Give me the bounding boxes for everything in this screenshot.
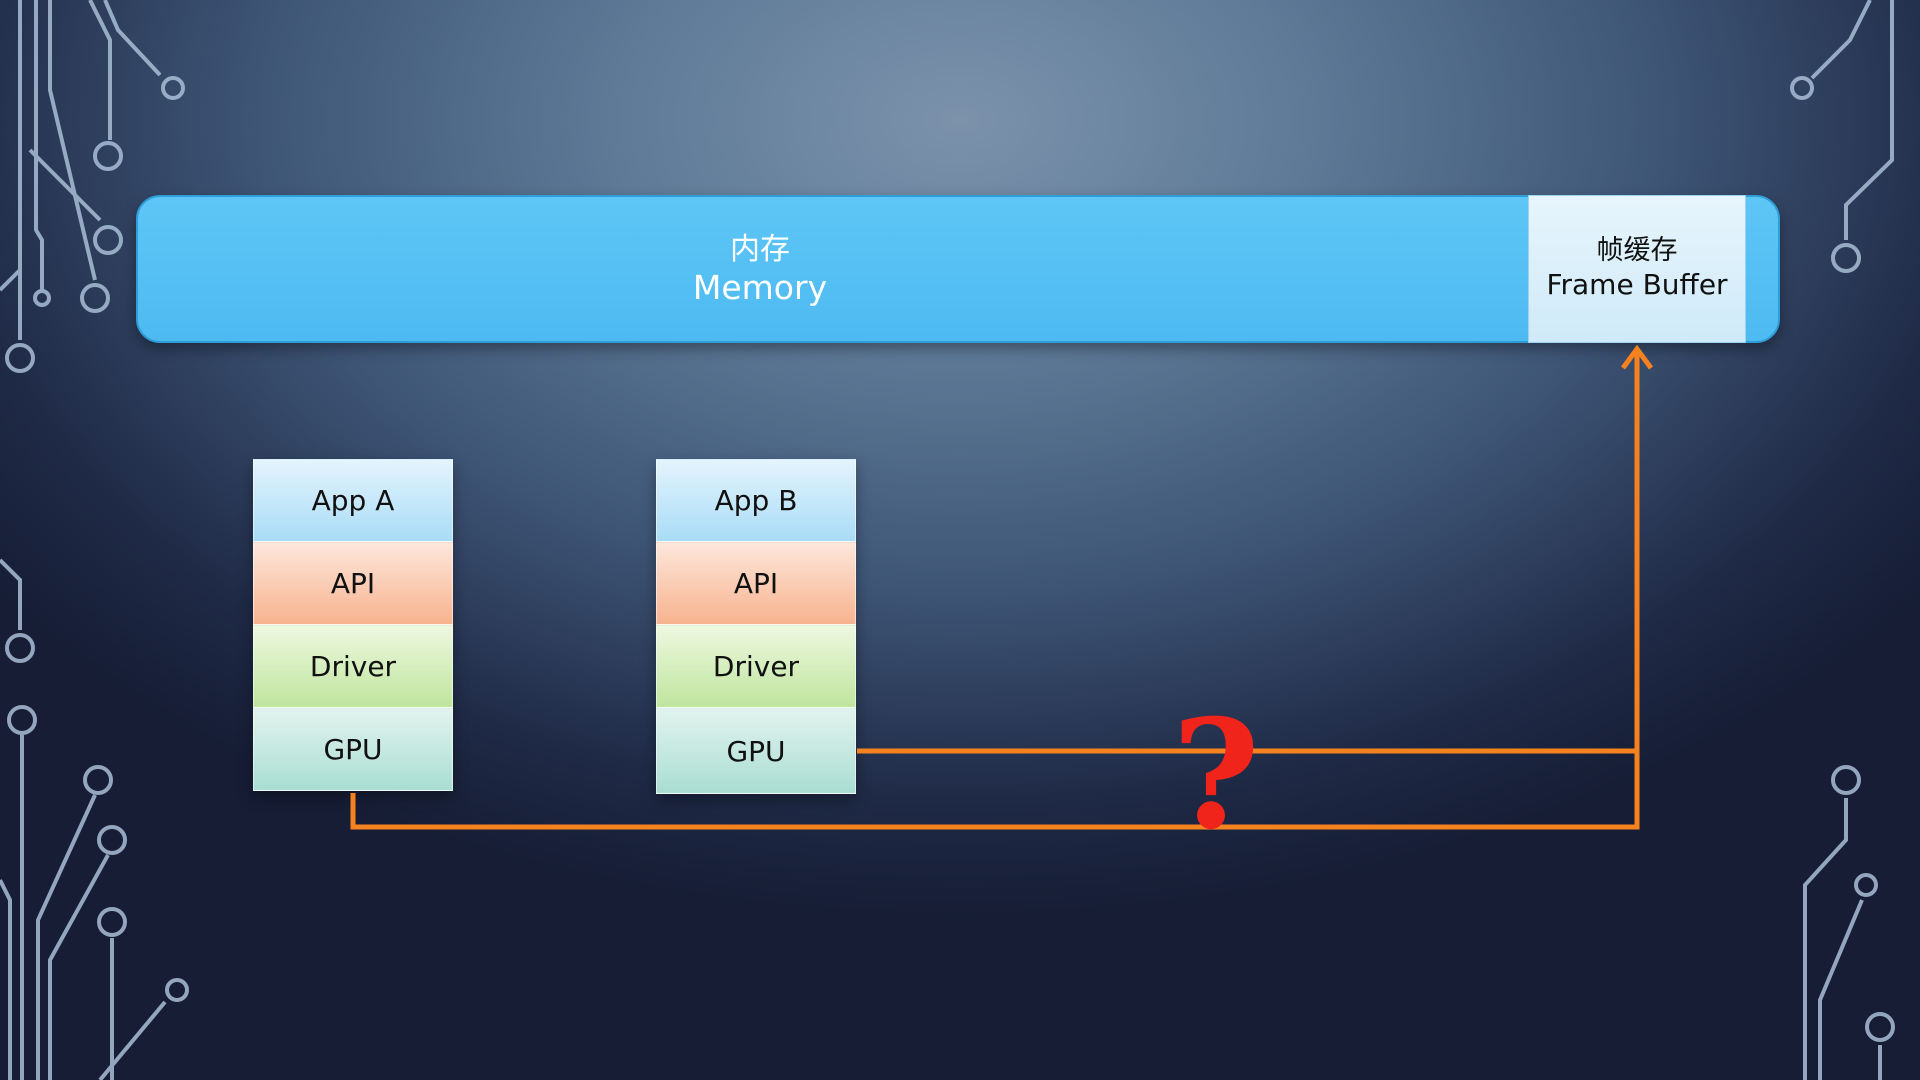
stack-a-gpu-layer: GPU: [253, 708, 453, 791]
memory-label-cn: 内存: [730, 232, 790, 267]
frame-buffer-box: 帧缓存 Frame Buffer: [1528, 195, 1746, 343]
stack-b-api-layer: API: [656, 542, 856, 625]
stack-a-driver-layer: Driver: [253, 625, 453, 708]
stack-a-app-layer: App A: [253, 459, 453, 542]
stack-app-b: App B API Driver GPU: [656, 459, 856, 794]
stack-app-a: App A API Driver GPU: [253, 459, 453, 791]
question-mark: ?: [1172, 687, 1260, 863]
stack-b-app-layer: App B: [656, 459, 856, 542]
stack-a-api-layer: API: [253, 542, 453, 625]
memory-bar: 内存 Memory: [136, 195, 1780, 343]
frame-buffer-label-en: Frame Buffer: [1546, 268, 1728, 301]
frame-buffer-label-cn: 帧缓存: [1596, 235, 1678, 266]
stack-b-gpu-layer: GPU: [656, 708, 856, 794]
memory-label-en: Memory: [692, 268, 828, 307]
stack-b-driver-layer: Driver: [656, 625, 856, 708]
memory-label: 内存 Memory: [138, 231, 1382, 307]
